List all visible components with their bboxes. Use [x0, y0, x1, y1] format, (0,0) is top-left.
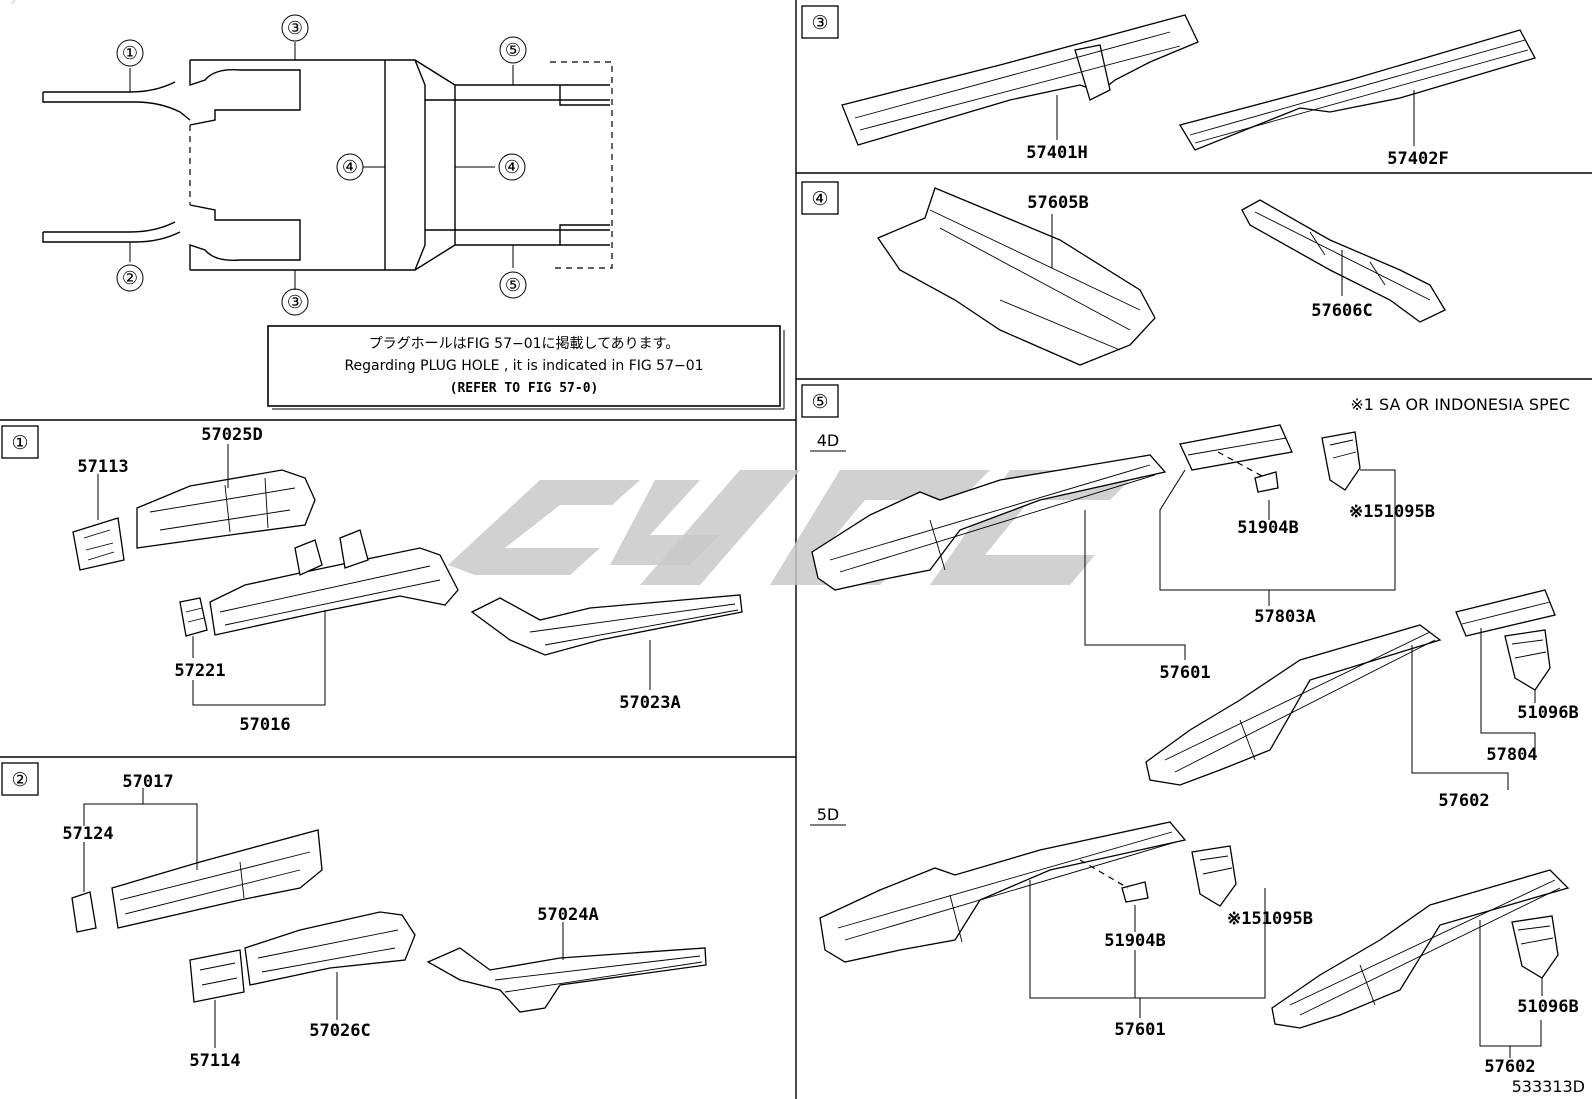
label-57402F: 57402F	[1387, 149, 1448, 169]
section-3: ③ 57401H 57402F	[801, 5, 1536, 169]
section-5-number: ⑤	[811, 391, 828, 413]
label-4d-57804: 57804	[1486, 745, 1537, 765]
label-57023A: 57023A	[619, 693, 680, 713]
label-57026C: 57026C	[309, 1021, 370, 1041]
label-5d-57601: 57601	[1114, 1020, 1165, 1040]
note-japanese: プラグホールはFIG 57−01に掲載してあります。	[369, 336, 680, 352]
callout-3-bottom: ③	[287, 292, 303, 313]
label-4d-57602: 57602	[1438, 791, 1489, 811]
section-4: ④ 57605B 57606C	[801, 181, 1446, 366]
label-4d-51095B: ※151095B	[1349, 502, 1435, 522]
variant-4d: 4D	[817, 431, 840, 450]
label-57605B: 57605B	[1027, 193, 1088, 213]
label-5d-51096B: 51096B	[1517, 997, 1578, 1017]
note-refer: (REFER TO FIG 57-0)	[450, 381, 599, 396]
callout-5-top: ⑤	[505, 40, 521, 61]
callout-2: ②	[122, 268, 138, 289]
label-5d-51095B: ※151095B	[1227, 909, 1313, 929]
callout-5-bottom: ⑤	[505, 275, 521, 296]
plug-hole-note: プラグホールはFIG 57−01に掲載してあります。 Regarding PLU…	[267, 325, 785, 410]
label-57025D: 57025D	[201, 425, 262, 445]
label-57401H: 57401H	[1026, 143, 1087, 163]
label-5d-51904B: 51904B	[1104, 931, 1165, 951]
label-4d-57803A: 57803A	[1254, 607, 1315, 627]
section-4-number: ④	[811, 188, 828, 210]
section-2: ② 57017 57124 57024A 57114 57026C	[1, 762, 707, 1071]
label-57024A: 57024A	[537, 905, 598, 925]
figure-id: 533313D	[1512, 1077, 1585, 1096]
section-3-number: ③	[811, 12, 828, 34]
label-57114: 57114	[189, 1051, 240, 1071]
label-4d-51096B: 51096B	[1517, 703, 1578, 723]
callout-4-right: ④	[504, 157, 520, 178]
label-4d-57601: 57601	[1159, 663, 1210, 683]
overview-callouts: ① ② ③ ③ ④ ④ ⑤ ⑤	[116, 14, 527, 316]
section-2-number: ②	[11, 769, 28, 791]
label-57221: 57221	[174, 661, 225, 681]
watermark-text: cyc	[0, 0, 29, 4]
section-5: ⑤ ※1 SA OR INDONESIA SPEC 4D 5D	[801, 384, 1579, 1077]
section-1: ① 57113 57025D 57221 57016 57023A	[1, 425, 743, 735]
variant-5d: 5D	[817, 805, 840, 824]
watermark-logo: cyc	[0, 0, 1140, 585]
callout-3-top: ③	[287, 18, 303, 39]
callout-1: ①	[122, 43, 138, 64]
label-57124: 57124	[62, 824, 113, 844]
label-4d-51904B: 51904B	[1237, 518, 1298, 538]
label-57113: 57113	[77, 457, 128, 477]
label-57017: 57017	[122, 772, 173, 792]
spec-note: ※1 SA OR INDONESIA SPEC	[1350, 395, 1570, 414]
label-5d-57602: 57602	[1484, 1057, 1535, 1077]
label-57606C: 57606C	[1311, 301, 1372, 321]
note-english: Regarding PLUG HOLE , it is indicated in…	[344, 358, 703, 374]
section-1-number: ①	[11, 432, 28, 454]
overview-frame-drawing	[42, 42, 613, 290]
callout-4-left: ④	[342, 157, 358, 178]
label-57016: 57016	[239, 715, 290, 735]
